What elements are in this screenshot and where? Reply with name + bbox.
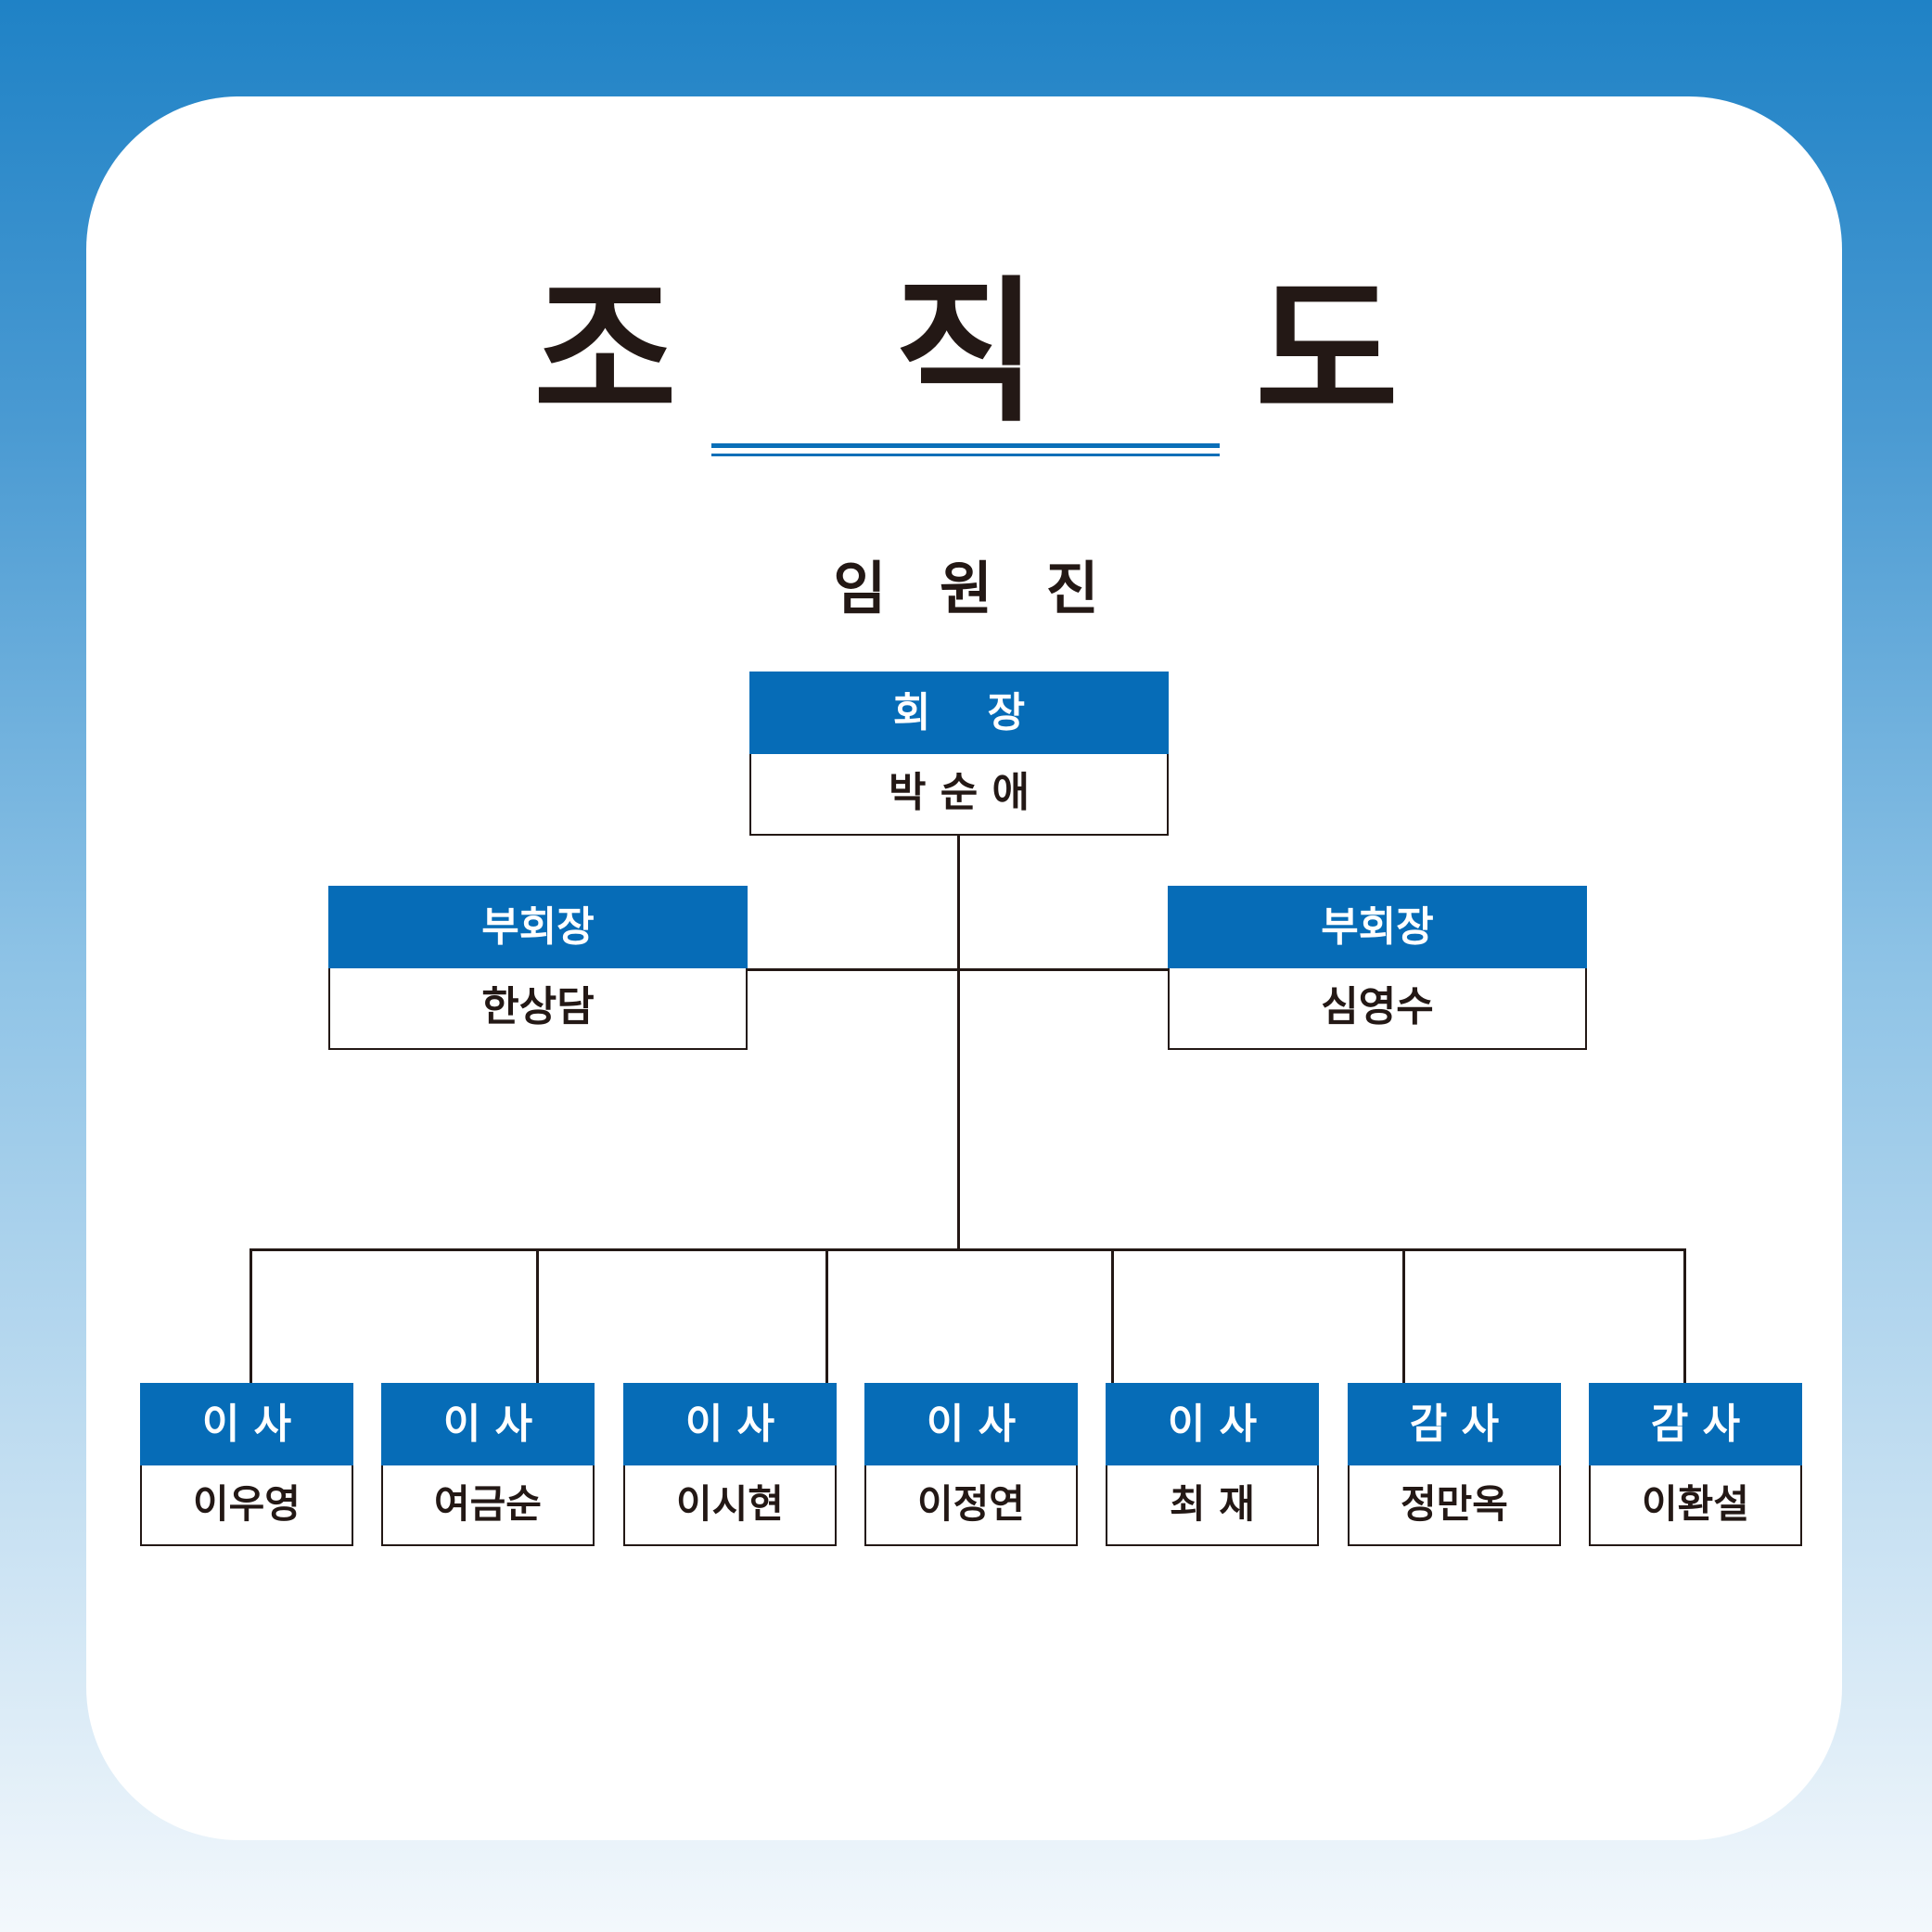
member-node-6: 감 사 정만옥 (1348, 1383, 1561, 1546)
member-node-4: 이 사 이정연 (864, 1383, 1078, 1546)
connector-member-6 (1402, 1248, 1405, 1384)
member-node-1: 이 사 이우영 (140, 1383, 353, 1546)
chairman-node: 회 장 박 순 애 (749, 672, 1169, 836)
member-node-5: 이 사 최 재 (1106, 1383, 1319, 1546)
section-title-executives: 임 원 진 (833, 555, 1116, 622)
member-node-2: 이 사 여금순 (381, 1383, 595, 1546)
connector-member-1 (249, 1248, 252, 1384)
member-name: 이우영 (140, 1465, 353, 1546)
title-underline-thin (711, 454, 1220, 456)
connector-members-horizontal (249, 1248, 1686, 1251)
vice-chairman-name: 한상담 (328, 968, 748, 1050)
member-name: 이정연 (864, 1465, 1078, 1546)
connector-member-5 (1111, 1248, 1114, 1384)
member-node-7: 감 사 이환설 (1589, 1383, 1802, 1546)
connector-member-3 (825, 1248, 828, 1384)
member-role: 이 사 (623, 1383, 837, 1465)
member-role: 이 사 (864, 1383, 1078, 1465)
chairman-name: 박 순 애 (749, 754, 1169, 836)
chairman-role: 회 장 (749, 672, 1169, 754)
page-title: 조 직 도 (533, 262, 1480, 443)
vice-chairman-role: 부회장 (328, 886, 748, 968)
connector-vice-horizontal (748, 968, 1169, 971)
member-name: 정만옥 (1348, 1465, 1561, 1546)
member-role: 이 사 (381, 1383, 595, 1465)
member-name: 이시현 (623, 1465, 837, 1546)
member-name: 최 재 (1106, 1465, 1319, 1546)
vice-chairman-role: 부회장 (1168, 886, 1587, 968)
connector-member-2 (536, 1248, 539, 1384)
member-role: 이 사 (140, 1383, 353, 1465)
member-role: 감 사 (1348, 1383, 1561, 1465)
title-underline (711, 443, 1220, 448)
vice-chairman-node-right: 부회장 심영수 (1168, 886, 1587, 1050)
member-name: 여금순 (381, 1465, 595, 1546)
connector-member-7 (1683, 1248, 1686, 1384)
connector-chairman-trunk (957, 836, 960, 1249)
vice-chairman-node-left: 부회장 한상담 (328, 886, 748, 1050)
member-role: 감 사 (1589, 1383, 1802, 1465)
member-role: 이 사 (1106, 1383, 1319, 1465)
member-node-3: 이 사 이시현 (623, 1383, 837, 1546)
vice-chairman-name: 심영수 (1168, 968, 1587, 1050)
member-name: 이환설 (1589, 1465, 1802, 1546)
